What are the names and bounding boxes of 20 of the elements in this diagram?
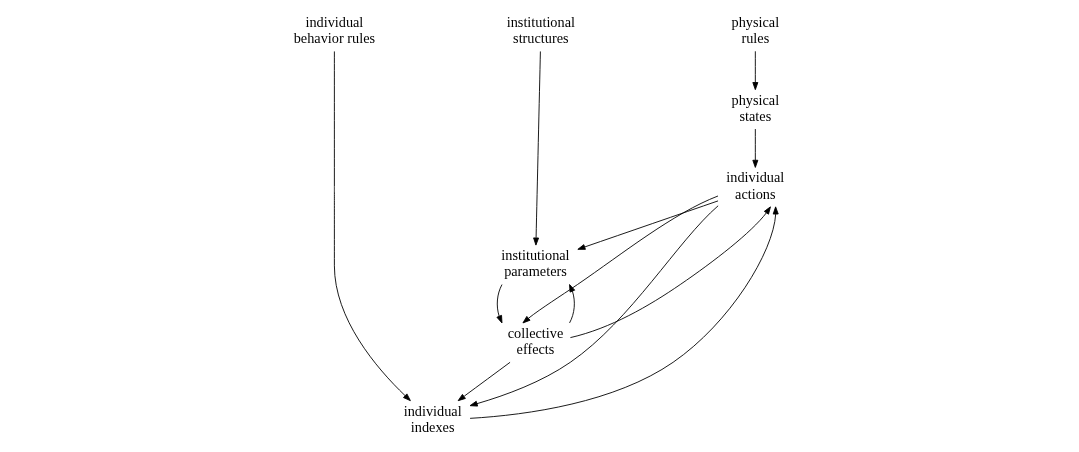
node-text: physical states xyxy=(731,91,780,124)
node-text: individual behavior rules xyxy=(293,13,376,47)
node-text: institutional structures xyxy=(506,13,575,47)
node-text: institutional parameters xyxy=(501,247,570,280)
node-text: individual indexes xyxy=(403,402,462,435)
arrow xyxy=(333,51,411,402)
arrow xyxy=(569,284,576,324)
arrow xyxy=(533,51,541,246)
node-text: physical rules xyxy=(731,13,780,47)
node-text: collective effects xyxy=(507,324,564,358)
arrow xyxy=(569,206,771,339)
node-text: individual actions xyxy=(726,169,785,202)
arrow xyxy=(752,128,759,168)
arrow xyxy=(469,205,719,407)
arrow xyxy=(469,206,779,419)
arrow xyxy=(577,200,719,250)
arrow xyxy=(752,50,759,91)
arrow xyxy=(457,361,511,402)
arrow xyxy=(496,284,503,324)
arrow xyxy=(522,195,719,324)
